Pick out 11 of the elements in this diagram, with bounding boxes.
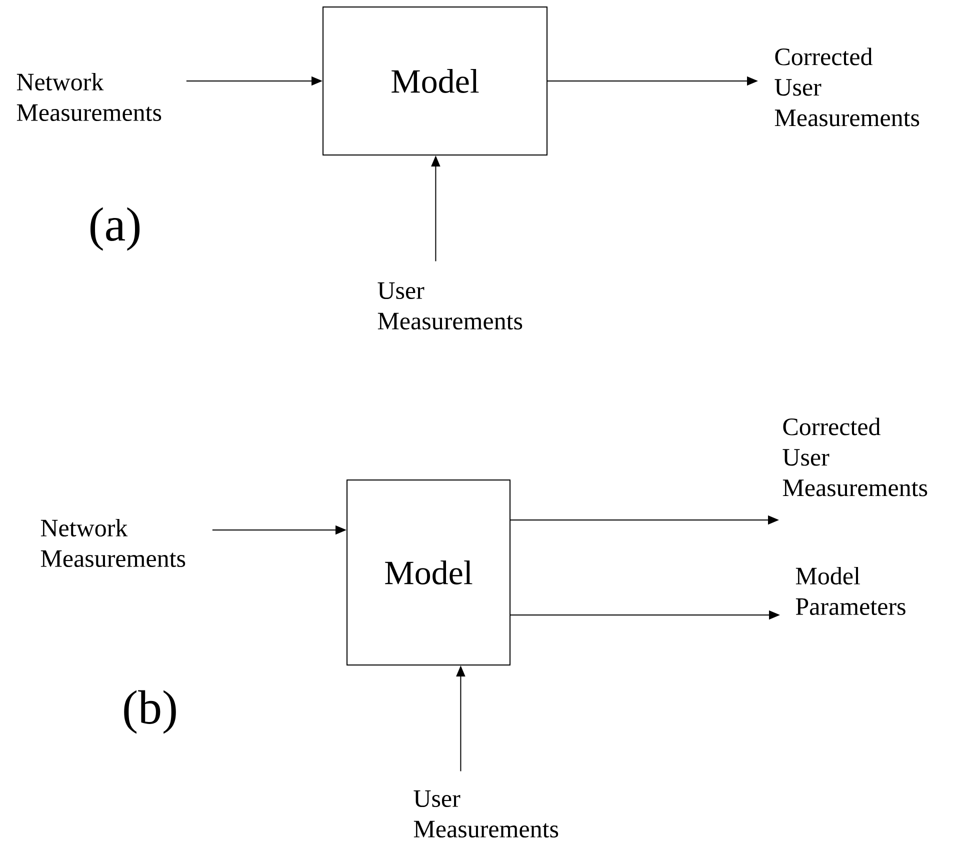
- panel-label: (b): [124, 690, 176, 734]
- node-label: Model Parameters: [796, 566, 906, 616]
- node-label: User Measurements: [378, 282, 522, 330]
- node-label: Corrected User Measurements: [782, 418, 928, 496]
- node-label: Corrected User Measurements: [774, 48, 920, 126]
- node-label: User Measurements: [414, 790, 558, 838]
- node-label: Network Measurements: [16, 72, 162, 122]
- panel-label: (a): [90, 207, 140, 251]
- model-box: Model: [346, 479, 510, 666]
- model-box: Model: [322, 6, 548, 156]
- node-label: Network Measurements: [40, 518, 186, 568]
